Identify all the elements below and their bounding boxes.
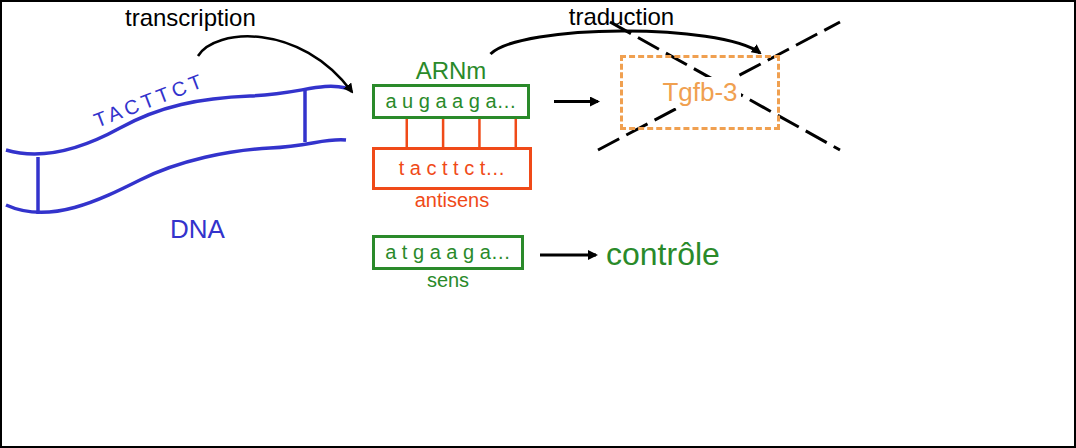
dna-rung — [36, 157, 40, 214]
box-heading: ARNm — [335, 57, 567, 85]
box-text: a t g a a g a… — [382, 241, 514, 264]
sequence-label: TACTTCT — [91, 68, 209, 132]
mrna-box: ARNma u g a a g a… — [372, 84, 530, 119]
cross-line — [598, 22, 840, 150]
box-text: a u g a a g a… — [382, 90, 519, 113]
dna-rung — [303, 90, 307, 142]
arrow — [554, 100, 598, 103]
box-heading: antisens — [335, 189, 569, 212]
control-label: contrôle — [606, 236, 720, 273]
process-label: transcription — [125, 4, 256, 32]
protein-box: Tgfb-3 — [620, 55, 780, 130]
box-text: t a c t t c t… — [396, 157, 509, 180]
sense-box: a t g a a g a…sens — [372, 235, 524, 270]
antisense-box: t a c t t c t…antisens — [372, 147, 532, 190]
edge-label: traduction — [569, 3, 674, 31]
box-text: Tgfb-3 — [659, 77, 740, 108]
control-arrow — [540, 254, 596, 257]
pairing-lines — [407, 119, 516, 147]
dna-label: DNA — [170, 214, 225, 245]
dna-strand — [6, 140, 346, 213]
arrow — [491, 31, 761, 54]
box-heading: sens — [335, 269, 561, 292]
transcription-arrow — [198, 36, 352, 92]
